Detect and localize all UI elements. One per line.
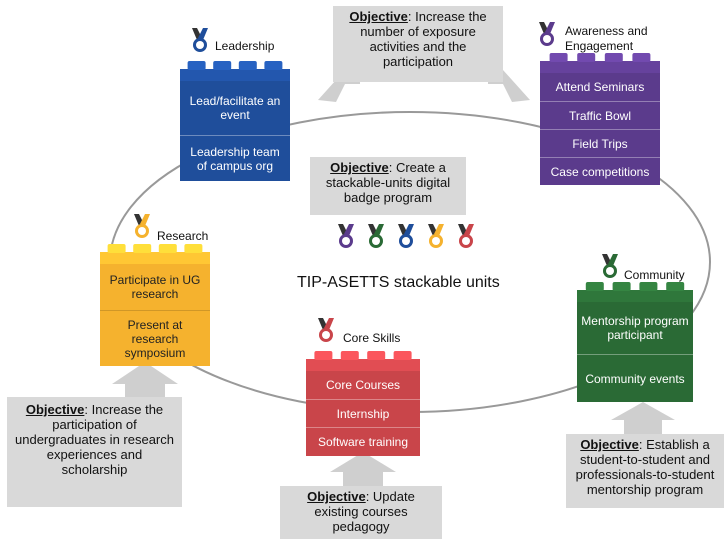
- awareness-item: Field Trips: [540, 129, 660, 157]
- objective-heading: Objective: [25, 402, 85, 417]
- objective-heading: Objective: [307, 489, 366, 504]
- research-stud: [184, 244, 203, 253]
- objective-core: Objective: Update existing courses pedag…: [280, 486, 442, 539]
- objective-center: Objective: Create a stackable-units digi…: [310, 157, 466, 215]
- community-block: Mentorship program participant Community…: [577, 302, 693, 402]
- core-item: Internship: [306, 399, 420, 427]
- awareness-block-top: [540, 61, 660, 75]
- objective-text: Increase the number of exposure activiti…: [360, 9, 487, 69]
- research-medal-icon: [134, 214, 150, 238]
- core-block-top: [306, 359, 420, 373]
- leadership-stud: [264, 61, 283, 70]
- core-skills-block: Core Courses Internship Software trainin…: [306, 371, 420, 456]
- badge-medal-icon: [428, 224, 444, 248]
- awareness-item: Case competitions: [540, 157, 660, 185]
- awareness-block: Attend Seminars Traffic Bowl Field Trips…: [540, 73, 660, 185]
- core-item: Core Courses: [325, 378, 401, 392]
- objective-text: Create a stackable-units digital badge p…: [325, 160, 451, 205]
- community-stud: [639, 282, 658, 291]
- research-label: Research: [157, 229, 209, 243]
- objective-text: Establish a student-to-student and profe…: [575, 437, 715, 497]
- objective-text: Update existing courses pedagogy: [314, 489, 415, 534]
- core-stud: [393, 351, 412, 360]
- research-block: Participate in UG research Present at re…: [100, 264, 210, 366]
- community-stud: [666, 282, 685, 291]
- core-stud: [314, 351, 333, 360]
- community-stud: [585, 282, 604, 291]
- leadership-medal-icon: [192, 28, 208, 52]
- leadership-stud: [238, 61, 257, 70]
- objective-heading: Objective: [330, 160, 389, 175]
- objective-heading: Objective: [580, 437, 639, 452]
- badge-medal-icon: [398, 224, 414, 248]
- awareness-stud: [549, 53, 568, 62]
- research-stud: [158, 244, 177, 253]
- badge-medal-icon: [338, 224, 354, 248]
- leadership-stud: [187, 61, 206, 70]
- objective-text: Increase the participation of undergradu…: [15, 402, 174, 477]
- objective-community: Objective: Establish a student-to-studen…: [566, 434, 724, 508]
- community-medal-icon: [602, 254, 618, 278]
- core-stud: [367, 351, 386, 360]
- leadership-label: Leadership: [215, 39, 275, 53]
- diagram-title: TIP-ASETTS stackable units: [297, 274, 500, 291]
- core-item: Software training: [306, 427, 420, 456]
- awareness-medal-icon: [539, 22, 555, 46]
- leadership-item: Lead/facilitate an event: [189, 94, 281, 122]
- research-stud: [133, 244, 152, 253]
- awareness-label: Awareness and Engagement: [565, 24, 648, 53]
- community-item: Community events: [577, 354, 693, 402]
- leadership-block-top: [180, 69, 290, 83]
- arrow-research: [112, 362, 178, 397]
- research-item: Participate in UG research: [109, 273, 201, 301]
- awareness-stud: [604, 53, 623, 62]
- community-item: Mentorship program participant: [581, 314, 689, 342]
- research-stud: [107, 244, 126, 253]
- research-item: Present at research symposium: [100, 310, 210, 366]
- awareness-stud: [632, 53, 651, 62]
- awareness-item: Attend Seminars: [555, 80, 645, 94]
- objective-research: Objective: Increase the participation of…: [7, 397, 182, 507]
- core-skills-medal-icon: [318, 318, 334, 342]
- core-skills-label: Core Skills: [343, 331, 401, 345]
- community-block-top: [577, 290, 693, 304]
- research-block-top: [100, 252, 210, 266]
- community-label: Community: [624, 268, 685, 282]
- core-stud: [340, 351, 359, 360]
- community-stud: [612, 282, 631, 291]
- awareness-stud: [577, 53, 596, 62]
- objective-top: Objective: Increase the number of exposu…: [333, 6, 503, 82]
- arrow-community: [611, 402, 675, 434]
- awareness-item: Traffic Bowl: [540, 101, 660, 129]
- leadership-block: Lead/facilitate an event Leadership team…: [180, 81, 290, 181]
- arrow-core: [330, 452, 396, 486]
- badge-medal-icon: [458, 224, 474, 248]
- objective-heading: Objective: [349, 9, 408, 24]
- leadership-item: Leadership team of campus org: [180, 135, 290, 181]
- leadership-stud: [213, 61, 232, 70]
- badge-medal-icon: [368, 224, 384, 248]
